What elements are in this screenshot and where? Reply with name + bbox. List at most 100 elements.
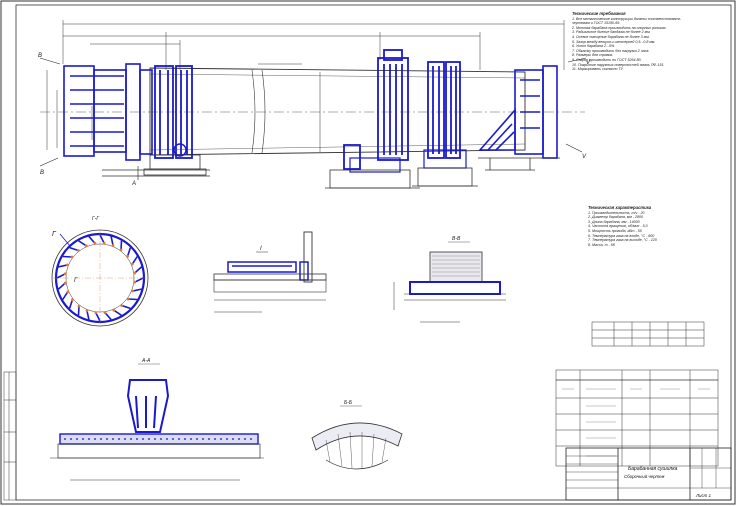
char-line: 1. Производительность, т/ч - 20 bbox=[588, 210, 645, 215]
ring-lifter bbox=[110, 236, 114, 246]
ring-lifter bbox=[88, 235, 96, 244]
section-v-v-title: В-В bbox=[452, 236, 461, 242]
section-markers bbox=[39, 57, 587, 180]
ring-lifter bbox=[126, 247, 132, 257]
ring-lifters bbox=[56, 234, 144, 322]
note-line: 5. Зазор между венцом и шестерней 0,5...… bbox=[572, 39, 656, 44]
callout-v2: V bbox=[582, 154, 587, 160]
ring-lifter-tip bbox=[133, 280, 137, 284]
overall-dimensions bbox=[46, 20, 565, 150]
main-view-dryer: B A B V V bbox=[38, 20, 591, 189]
note-line: 1. Все металлические конструкции должны … bbox=[572, 16, 681, 21]
ring-lifter bbox=[58, 264, 68, 268]
ring-lifter-tip bbox=[102, 241, 106, 245]
note-line: 8. Размеры для справок. bbox=[572, 53, 614, 58]
note-line: 3. Радиальное биение бандажа не более 2 … bbox=[572, 30, 651, 35]
section-b-b-title: Б-Б bbox=[344, 400, 353, 406]
ring-lifter-tip bbox=[112, 308, 116, 312]
ring-lifter-tip bbox=[119, 248, 123, 252]
ring-lifter bbox=[86, 310, 90, 320]
callout-a: A bbox=[131, 181, 136, 187]
ring-lifter bbox=[56, 273, 66, 279]
callout-g2: Г bbox=[74, 278, 78, 284]
drive-base bbox=[325, 169, 420, 189]
detail-i-title: I bbox=[260, 246, 262, 252]
note-line: 9. Сварку производить по ГОСТ 5264-80. bbox=[572, 57, 642, 62]
technical-characteristics: Техническая характеристика 1. Производит… bbox=[588, 205, 657, 248]
section-a-a: А-А bbox=[50, 358, 264, 481]
ring-lifter bbox=[104, 312, 112, 321]
callout-b1: B bbox=[38, 53, 42, 59]
ring-lifter-tip bbox=[66, 290, 70, 294]
note-line: чертежам и ГОСТ 15150-69. bbox=[572, 21, 621, 26]
small-table bbox=[591, 321, 705, 347]
ring-lifter-tip bbox=[94, 311, 98, 315]
ring-lifter-tip bbox=[70, 255, 74, 259]
title-block bbox=[565, 447, 732, 501]
ring-lifter bbox=[68, 299, 74, 309]
title-sheet: Лист 1 bbox=[695, 493, 712, 498]
note-line: 2. Монтаж барабана производить на опорны… bbox=[572, 25, 667, 30]
callout-g1: Г bbox=[52, 231, 57, 238]
technical-requirements-list: 1. Все металлические конструкции должны … bbox=[572, 17, 681, 72]
ring-lifter-tip bbox=[71, 298, 74, 302]
inner-frame bbox=[15, 4, 732, 501]
ring-lifter-tip bbox=[76, 249, 80, 252]
ring-lifter bbox=[69, 246, 79, 252]
right-support-base bbox=[412, 167, 478, 187]
char-line: 7. Температура газа на выходе, °С - 120 bbox=[588, 238, 657, 243]
ring-lifter bbox=[57, 282, 66, 290]
ring-lifter-tip bbox=[63, 281, 67, 285]
ring-lifter bbox=[131, 256, 138, 265]
section-a-a-title: А-А bbox=[141, 358, 151, 364]
ring-lifter-tip bbox=[84, 244, 88, 248]
technical-requirements: Технические требования 1. Все металличес… bbox=[572, 11, 681, 72]
section-g-g: Г-Г Г Г bbox=[51, 216, 149, 327]
ring-lifter-tip bbox=[126, 254, 129, 258]
ring-lifter bbox=[99, 234, 105, 244]
note-line: 6. Уклон барабана 2...5%. bbox=[572, 44, 616, 49]
ring-lifter bbox=[134, 266, 143, 274]
ring-lifter-tip bbox=[93, 241, 97, 245]
title-name-line2: Сборочный чертеж bbox=[624, 474, 666, 479]
ring-lifter-tip bbox=[85, 309, 89, 312]
technical-characteristics-heading: Техническая характеристика bbox=[588, 205, 652, 210]
char-line: 5. Мощность привода, кВт - 55 bbox=[588, 228, 642, 233]
note-line: 10. Покрытие наружных поверхностей эмаль… bbox=[572, 62, 665, 67]
ring-lifter bbox=[62, 291, 69, 300]
char-line: 4. Частота вращения, об/мин - 5,0 bbox=[588, 224, 648, 229]
ring-lifter bbox=[121, 304, 131, 310]
note-line: 4. Осевое смещение барабана не более 3 м… bbox=[572, 34, 650, 39]
callout-v1: V bbox=[586, 60, 591, 66]
section-b-b: Б-Б bbox=[311, 400, 403, 470]
ring-lifter-tip bbox=[120, 304, 124, 307]
detail-i: I bbox=[213, 231, 327, 313]
ring-lifter-tip bbox=[63, 272, 67, 276]
title-name-line1: Барабанная сушилка bbox=[628, 466, 678, 472]
char-line: 2. Диаметр барабана, мм - 2800 bbox=[588, 215, 644, 220]
drum-shell bbox=[149, 67, 526, 156]
ring-lifter-tip bbox=[103, 311, 107, 315]
ring-lifter-tip bbox=[77, 304, 81, 308]
ring-lifter-tip bbox=[130, 262, 134, 266]
left-stamp-strip bbox=[3, 371, 17, 501]
section-v-v: В-В bbox=[393, 236, 506, 323]
ring-lifter bbox=[132, 288, 142, 292]
ring-lifter bbox=[95, 312, 101, 322]
right-tyre-station bbox=[423, 61, 467, 169]
ring-lifter bbox=[78, 240, 87, 247]
ring-lifter-tip bbox=[66, 263, 69, 267]
note-line: 7. Обкатку производить без нагрузки 2 ча… bbox=[572, 48, 650, 53]
parts-table bbox=[555, 369, 719, 467]
girth-gear-drive bbox=[343, 49, 409, 173]
ring-lifter-tip bbox=[111, 244, 115, 247]
outlet-support bbox=[478, 157, 560, 171]
ring-lifter-tip bbox=[126, 297, 130, 301]
callout-b2: B bbox=[40, 170, 44, 176]
technical-requirements-heading: Технические требования bbox=[572, 11, 626, 16]
note-line: 11. Маркировать согласно ТУ. bbox=[572, 67, 624, 72]
section-g-g-title: Г-Г bbox=[92, 216, 100, 222]
